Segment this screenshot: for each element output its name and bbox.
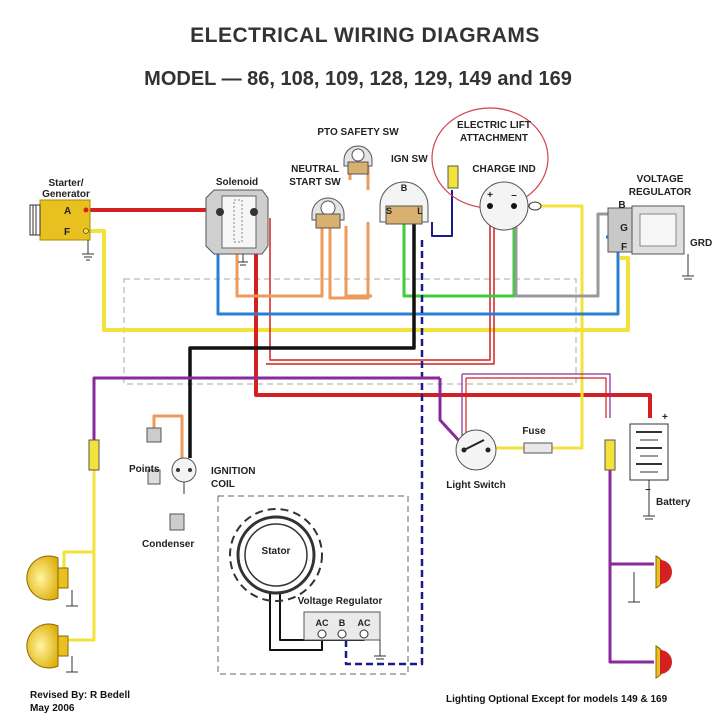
wires: [62, 148, 654, 666]
headlight-left-bottom: [26, 623, 78, 673]
light-switch: Light Switch: [446, 429, 506, 491]
voltage-regulator: VOLTAGE REGULATOR B G F GRD: [607, 174, 712, 280]
wire-yellow-left-lights: [62, 470, 96, 576]
wire-navy-dashed: [344, 240, 424, 666]
neutral-start-label-2: START SW: [289, 177, 341, 188]
inline-fuse-right: [604, 439, 616, 471]
voltage-regulator-label-2: REGULATOR: [629, 187, 692, 198]
voltage-regulator-term-b: B: [618, 200, 625, 211]
wire-stator-1: [269, 590, 323, 651]
starter-term-f: F: [64, 227, 70, 238]
electric-lift-label-1: ELECTRIC LIFT: [457, 120, 531, 131]
fuse-label: Fuse: [522, 426, 546, 437]
footer-note: Lighting Optional Except for models 149 …: [446, 694, 668, 705]
electric-lift-label-2: ATTACHMENT: [460, 133, 528, 144]
stator-reg-ac1: AC: [316, 618, 329, 628]
ign-sw-term-l: L: [417, 206, 423, 216]
voltage-regulator-term-g: G: [620, 223, 628, 234]
light-switch-label: Light Switch: [446, 480, 505, 491]
battery-plus: +: [662, 412, 668, 423]
starter-generator-label-2: Generator: [42, 189, 90, 200]
ign-sw-label: IGN SW: [391, 154, 428, 165]
condenser: Condenser: [142, 513, 194, 550]
wire-red-battery: [250, 212, 652, 418]
stator-voltage-regulator-label: Voltage Regulator: [298, 596, 383, 607]
solenoid: Solenoid: [205, 177, 269, 266]
wire-yellow-reg-b: [540, 204, 584, 392]
neutral-start-switch: NEUTRAL START SW: [289, 164, 345, 229]
ign-sw-term-b: B: [401, 183, 408, 193]
starter-term-a: A: [64, 206, 71, 217]
charge-ind-plus: +: [487, 190, 493, 201]
taillight-right-top: [628, 555, 672, 603]
wire-orange-1: [235, 226, 324, 298]
voltage-regulator-term-f: F: [621, 242, 627, 253]
points: Points: [129, 427, 162, 485]
charge-ind-label: CHARGE IND: [472, 164, 535, 175]
stator-label: Stator: [262, 546, 291, 557]
wire-orange-2: [328, 222, 370, 300]
wire-yellow-fuse-2: [552, 392, 584, 450]
pto-safety-switch: PTO SAFETY SW: [317, 127, 399, 175]
starter-generator: Starter/ Generator A F: [29, 178, 94, 261]
wire-red-charge: [269, 204, 491, 361]
wire-red-charge-2: [266, 204, 495, 365]
revised-by: Revised By: R Bedell: [30, 690, 130, 701]
stator-voltage-regulator: Voltage Regulator AC B AC: [298, 596, 386, 660]
ignition-switch: B S L IGN SW: [379, 154, 429, 225]
revised-date: May 2006: [30, 703, 75, 714]
wire-purple-left-2: [438, 378, 464, 446]
charge-indicator: CHARGE IND + –: [472, 164, 542, 231]
battery-minus: –: [645, 484, 651, 495]
inline-fuse-left: [88, 439, 100, 471]
stator-reg-b: B: [339, 618, 346, 628]
starter-generator-label-1: Starter/: [48, 178, 83, 189]
ignition-coil-label-2: COIL: [211, 479, 235, 490]
fuse: Fuse: [522, 426, 553, 454]
headlight-left-top: [26, 555, 78, 607]
stator: Stator: [229, 508, 323, 602]
pto-safety-label: PTO SAFETY SW: [317, 127, 399, 138]
battery-label: Battery: [656, 497, 691, 508]
condenser-label: Condenser: [142, 539, 194, 550]
battery: + – Battery: [629, 412, 691, 520]
wire-purple-right-2: [608, 564, 654, 664]
points-label: Points: [129, 464, 160, 475]
voltage-regulator-grd: GRD: [690, 238, 712, 249]
charge-ind-minus: –: [511, 190, 517, 201]
voltage-regulator-label-1: VOLTAGE: [637, 174, 684, 185]
wire-blue: [216, 222, 620, 316]
wire-thin-light-1: [466, 377, 607, 418]
wire-orange-4: [344, 226, 372, 298]
taillight-right-bottom: [655, 645, 672, 679]
stator-reg-ac2: AC: [358, 618, 371, 628]
model-line: MODEL — 86, 108, 109, 128, 129, 149 and …: [144, 68, 572, 90]
wire-navy-lift: [431, 190, 453, 237]
neutral-start-label-1: NEUTRAL: [291, 164, 339, 175]
stator-box: [217, 495, 409, 675]
wire-green: [402, 206, 516, 298]
wire-orange-points: [152, 414, 184, 466]
wire-gray: [514, 206, 608, 298]
wire-thin-light-2: [462, 373, 611, 418]
wire-yellow-field: [90, 229, 630, 332]
ignition-coil-label-1: IGNITION: [211, 466, 255, 477]
solenoid-label: Solenoid: [216, 177, 258, 188]
diagram-title: ELECTRICAL WIRING DIAGRAMS: [190, 24, 540, 47]
ign-sw-term-s: S: [386, 206, 392, 216]
ignition-coil: IGNITION COIL: [171, 457, 255, 494]
wire-yellow-left-lights-2: [64, 552, 96, 642]
wire-purple-left: [92, 376, 440, 440]
wire-black: [188, 222, 416, 458]
